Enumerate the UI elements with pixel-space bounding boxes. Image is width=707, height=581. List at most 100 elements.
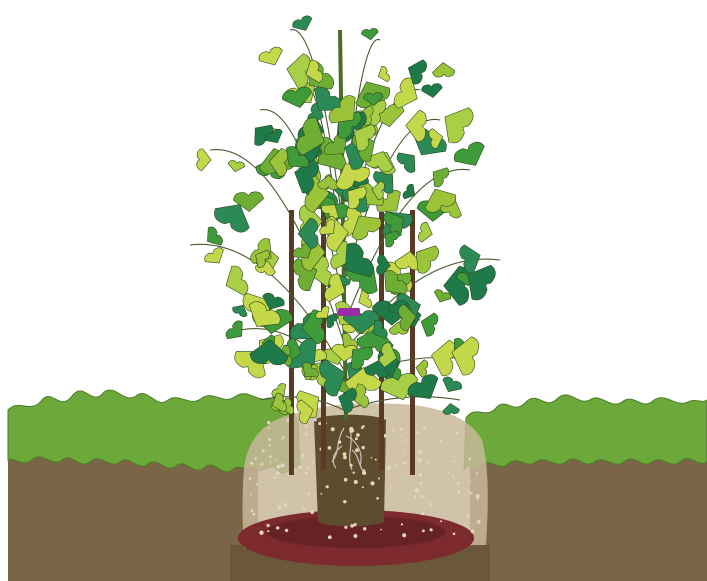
soil-speckle — [427, 461, 430, 464]
soil-speckle — [274, 476, 277, 479]
soil-speckle — [402, 533, 406, 537]
soil-speckle — [276, 526, 279, 529]
soil-speckle — [376, 497, 379, 500]
soil-speckle — [338, 440, 341, 443]
soil-speckle — [350, 524, 354, 528]
ginkgo-leaf — [227, 160, 245, 174]
soil-speckle — [328, 535, 332, 539]
soil-speckle — [259, 531, 263, 535]
soil-speckle — [353, 534, 357, 538]
soil-speckle — [305, 425, 308, 428]
ginkgo-leaf — [427, 163, 451, 189]
soil-speckle — [353, 472, 355, 474]
ginkgo-leaf — [376, 65, 391, 84]
soil-speckle — [468, 458, 471, 461]
ginkgo-leaf — [202, 246, 228, 269]
ginkgo-leaf — [394, 146, 422, 175]
soil-right — [470, 455, 707, 581]
soil-speckle — [418, 450, 422, 454]
soil-speckle — [375, 459, 377, 461]
soil-speckle — [410, 511, 412, 513]
soil-speckle — [310, 510, 314, 514]
soil-speckle — [476, 472, 478, 474]
soil-speckle — [250, 462, 253, 465]
soil-speckle — [250, 494, 252, 496]
soil-speckle — [275, 459, 277, 461]
soil-speckle — [392, 429, 395, 432]
soil-speckle — [477, 498, 479, 500]
soil-speckle — [343, 452, 347, 456]
ginkgo-leaf — [361, 28, 379, 41]
soil-speckle — [355, 437, 358, 440]
soil-speckle — [401, 478, 403, 480]
soil-speckle — [470, 492, 473, 495]
soil-speckle — [378, 478, 380, 480]
soil-speckle — [422, 530, 425, 533]
soil-speckle — [421, 512, 424, 515]
soil-speckle — [260, 463, 263, 466]
soil-speckle — [277, 505, 281, 509]
soil-speckle — [414, 488, 418, 492]
soil-speckle — [276, 471, 280, 475]
soil-speckle — [457, 491, 460, 494]
soil-speckle — [471, 529, 475, 533]
soil-speckle — [320, 493, 322, 495]
soil-speckle — [405, 439, 407, 441]
soil-speckle — [453, 533, 456, 536]
ginkgo-leaf — [257, 45, 287, 70]
soil-speckle — [466, 515, 469, 518]
soil-speckle — [431, 504, 433, 506]
soil-speckle — [343, 456, 347, 460]
ginkgo-leaf — [442, 403, 460, 415]
grass-right — [464, 395, 707, 470]
soil-speckle — [476, 494, 480, 498]
soil-speckle — [277, 465, 281, 469]
soil-speckle — [403, 461, 407, 465]
ginkgo-leaf — [417, 221, 435, 244]
soil-speckle — [389, 465, 391, 467]
soil-speckle — [401, 523, 403, 525]
soil-speckle — [456, 431, 459, 434]
soil-speckle — [470, 481, 472, 483]
soil-speckle — [416, 431, 419, 434]
soil-speckle — [355, 523, 357, 525]
soil-speckle — [326, 485, 329, 488]
soil-speckle — [362, 446, 365, 449]
soil-speckle — [284, 503, 288, 507]
soil-speckle — [268, 438, 271, 441]
soil-speckle — [303, 500, 305, 502]
ginkgo-leaf — [432, 62, 455, 78]
ginkgo-leaf — [451, 139, 490, 173]
soil-speckle — [363, 527, 366, 530]
soil-speckle — [406, 504, 408, 506]
soil-speckle — [400, 428, 403, 431]
soil-speckle — [370, 481, 374, 485]
soil-speckle — [307, 492, 310, 495]
soil-speckle — [404, 453, 406, 455]
ginkgo-leaf — [224, 318, 249, 344]
soil-speckle — [281, 439, 283, 441]
soil-speckle — [267, 524, 270, 527]
soil-speckle — [394, 463, 396, 465]
soil-speckle — [414, 496, 416, 498]
soil-speckle — [380, 529, 382, 531]
soil-speckle — [251, 509, 254, 512]
stake-right — [410, 210, 415, 475]
leaves — [197, 14, 499, 425]
ginkgo-leaf — [298, 218, 319, 249]
soil-speckle — [280, 463, 284, 467]
soil-speckle — [430, 528, 433, 531]
soil-speckle — [267, 421, 270, 424]
soil-speckle — [262, 449, 265, 452]
soil-speckle — [267, 530, 269, 532]
soil-speckle — [305, 433, 308, 436]
soil-speckle — [256, 483, 258, 485]
ginkgo-leaf — [415, 359, 429, 378]
soil-speckle — [268, 427, 270, 429]
soil-speckle — [270, 461, 272, 463]
ginkgo-leaf — [405, 110, 427, 143]
soil-speckle — [390, 484, 392, 486]
soil-speckle — [269, 444, 271, 446]
soil-speckle — [428, 502, 430, 504]
